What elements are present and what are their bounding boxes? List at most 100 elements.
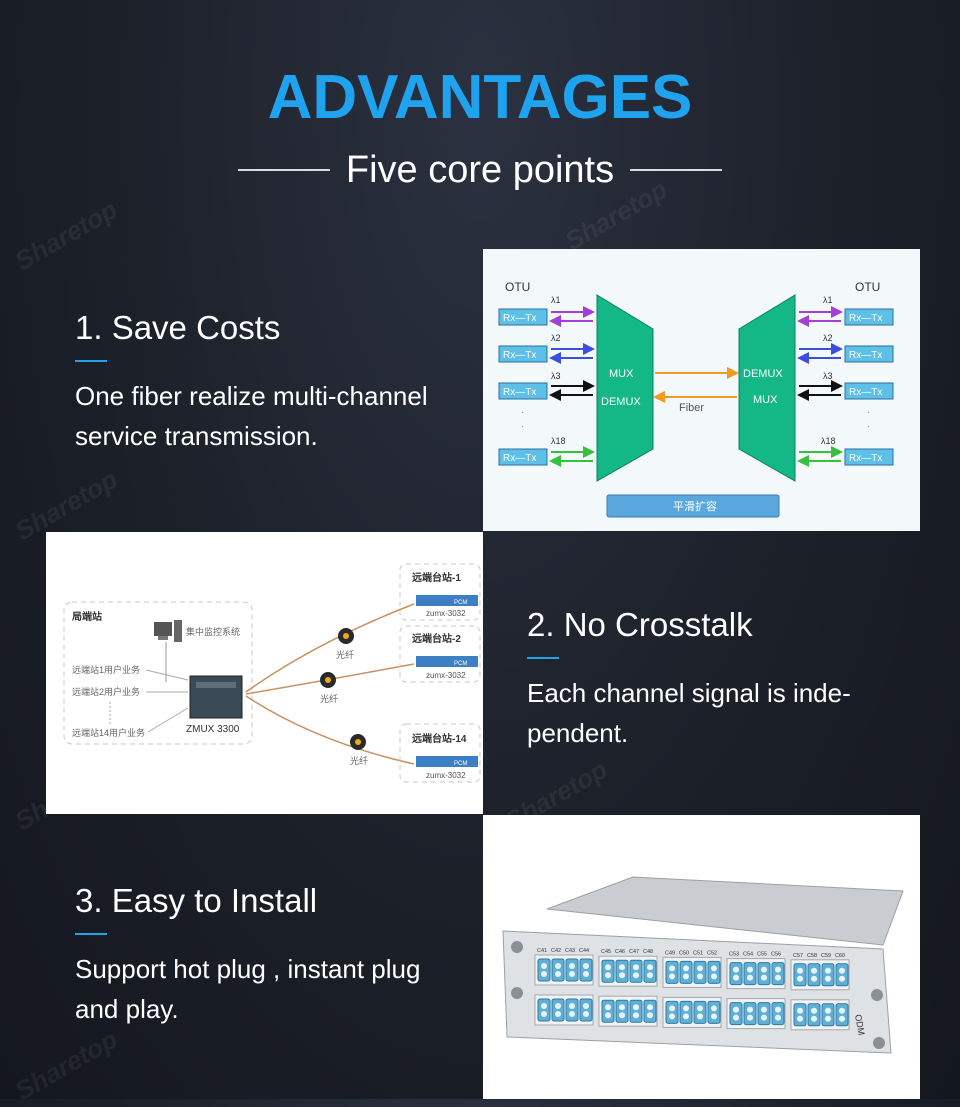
port-hole — [811, 1015, 817, 1022]
point-description: One fiber realize multi-channel service … — [75, 376, 475, 456]
network-diagram-panel: 局端站 集中监控系统 远端站1用户业务 远端站2用户业务 远端站14用户业务 Z… — [46, 532, 483, 814]
mux-right-shape — [738, 294, 796, 482]
lc-port — [707, 960, 721, 984]
pcm-label: PCM — [454, 600, 467, 606]
port-hole — [619, 964, 625, 971]
channel-label: C45 — [601, 949, 611, 955]
port-hole — [761, 974, 767, 981]
lc-port — [771, 1002, 785, 1026]
lc-port — [821, 963, 835, 987]
lc-port — [579, 998, 593, 1022]
port-hole — [811, 1007, 817, 1014]
channel-label: C43 — [565, 948, 575, 954]
port-hole — [839, 975, 845, 982]
point-easy-install: 3. Easy to Install Support hot plug , in… — [75, 881, 475, 1029]
port-hole — [555, 1011, 561, 1017]
local-station-box — [63, 601, 253, 745]
desc-line: Support hot plug , instant plug — [75, 954, 421, 984]
channel-label: C54 — [743, 952, 753, 958]
port-hole — [839, 1007, 845, 1014]
fiber-label: 光纤 — [350, 755, 368, 766]
rx-tx-label: Rx—Tx — [503, 387, 536, 398]
port-hole — [619, 1012, 625, 1019]
port-hole — [683, 965, 689, 972]
desc-line: and play. — [75, 994, 179, 1024]
lc-port — [643, 959, 657, 983]
lc-port — [807, 963, 821, 987]
port-hole — [697, 973, 703, 980]
port-hole — [669, 1013, 675, 1020]
channel-label: C50 — [679, 950, 689, 956]
port-hole — [733, 966, 739, 973]
port-hole — [669, 973, 675, 980]
port-hole — [747, 1006, 753, 1013]
lc-port — [629, 959, 643, 983]
port-hole — [633, 972, 639, 979]
port-hole — [605, 972, 611, 979]
channel-label: C44 — [579, 948, 589, 954]
screw-icon — [511, 941, 523, 953]
fiber-label: 光纤 — [336, 649, 354, 660]
lc-port — [537, 998, 551, 1022]
desc-line: Each channel signal is inde- — [527, 678, 851, 708]
port-hole — [711, 1005, 717, 1012]
lc-port — [679, 960, 693, 984]
lambda-label: λ3 — [823, 371, 833, 381]
device-model-label: zumx-3032 — [426, 671, 466, 680]
port-module — [662, 956, 722, 988]
rx-tx-label: Rx—Tx — [849, 350, 882, 361]
port-hole — [647, 1004, 653, 1011]
device-model-label: zumx-3032 — [426, 771, 466, 780]
port-hole — [555, 971, 561, 977]
lc-port — [807, 1003, 821, 1027]
watermark: Sharetop — [9, 193, 123, 277]
device-model-label: zumx-3032 — [426, 609, 466, 618]
lc-port — [757, 1002, 771, 1026]
port-hole — [775, 1006, 781, 1013]
otu-label-right: OTU — [855, 280, 880, 294]
lc-port — [665, 1000, 679, 1024]
port-hole — [761, 1006, 767, 1013]
lambda-label: λ18 — [821, 436, 836, 446]
wdm-diagram-panel: OTU OTU Rx—Tx Rx—Tx Rx—Tx Rx—Tx λ1 λ2 λ3… — [483, 249, 920, 531]
desc-line: pendent. — [527, 718, 629, 748]
network-diagram: 局端站 集中监控系统 远端站1用户业务 远端站2用户业务 远端站14用户业务 Z… — [63, 563, 481, 783]
port-hole — [683, 1013, 689, 1020]
port-hole — [647, 1012, 653, 1019]
user-service-label: 远端站1用户业务 — [72, 664, 140, 675]
lc-port — [601, 959, 615, 983]
pcm-label: PCM — [454, 761, 467, 767]
lc-port — [707, 1000, 721, 1024]
fiber-label: 光纤 — [320, 693, 338, 704]
channel-label: C59 — [821, 953, 831, 959]
port-hole — [697, 1013, 703, 1020]
fiber-label: Fiber — [679, 402, 704, 414]
lc-port — [629, 999, 643, 1023]
channel-label: C49 — [665, 950, 675, 956]
point-save-costs: 1. Save Costs One fiber realize multi-ch… — [75, 308, 475, 456]
screw-icon — [511, 987, 523, 999]
central-unit-label: ZMUX 3300 — [186, 724, 240, 735]
svg-text:·: · — [521, 421, 524, 432]
odm-side-label: ODM — [853, 1014, 866, 1036]
subtitle-divider-left — [237, 169, 330, 171]
lambda-label: λ1 — [551, 295, 561, 305]
monitor-icon — [154, 622, 172, 636]
desc-line: One fiber realize multi-channel — [75, 381, 428, 411]
rx-tx-label: Rx—Tx — [503, 453, 536, 464]
port-hole — [733, 1006, 739, 1013]
point-title: 2. No Crosstalk — [527, 606, 753, 643]
remote-station-14: 远端台站-14 PCM zumx-3032 — [399, 723, 481, 783]
port-hole — [619, 1004, 625, 1011]
port-hole — [583, 1003, 589, 1009]
channel-label: C52 — [707, 950, 717, 956]
otu-right-group: Rx—Tx Rx—Tx Rx—Tx Rx—Tx — [844, 308, 894, 466]
port-hole — [541, 963, 547, 969]
port-hole — [555, 963, 561, 969]
port-hole — [633, 964, 639, 971]
port-hole — [747, 966, 753, 973]
remote-station-label: 远端台站-1 — [412, 571, 461, 584]
lc-port — [729, 1002, 743, 1026]
